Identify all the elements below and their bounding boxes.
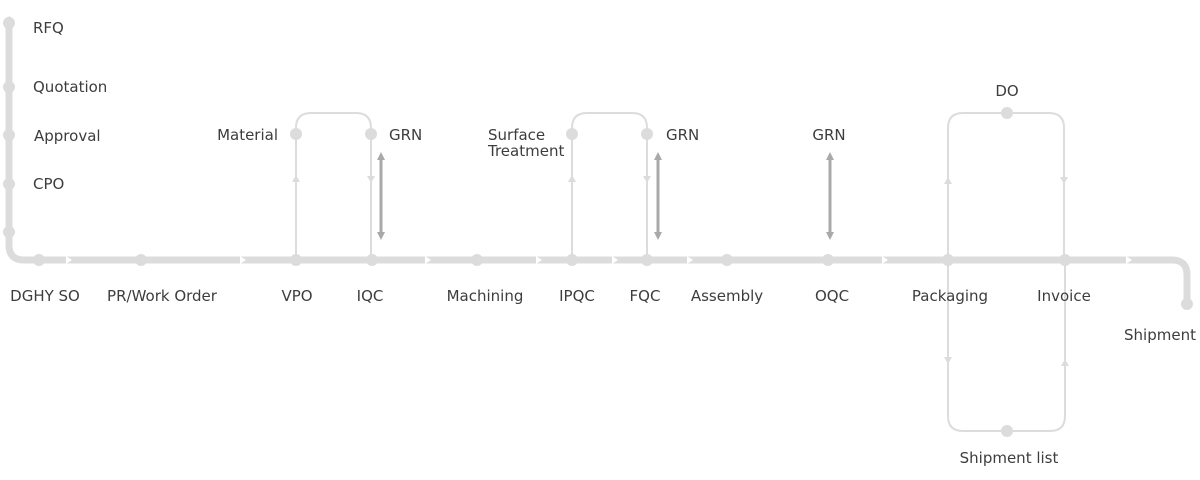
packaging-down-arrow <box>944 357 952 364</box>
label-shipment: Shipment <box>1124 326 1196 344</box>
grn-3-double-arrow <box>826 152 834 240</box>
node-surface <box>566 128 578 140</box>
label-dghy-so: DGHY SO <box>10 287 80 305</box>
main-line-arrows <box>66 256 1132 264</box>
node-approval <box>3 129 15 141</box>
label-grn-1: GRN <box>389 126 422 144</box>
label-grn-2: GRN <box>666 126 699 144</box>
node-material <box>290 128 302 140</box>
grn-2-double-arrow <box>654 152 662 240</box>
label-invoice: Invoice <box>1037 287 1091 305</box>
node-rfq <box>3 17 15 29</box>
label-assembly: Assembly <box>691 287 763 305</box>
label-shipment-list: Shipment list <box>960 449 1059 467</box>
node-grn-1 <box>365 128 377 140</box>
node-do <box>1001 107 1013 119</box>
do-loop <box>947 112 1065 260</box>
ipqc-up-arrow <box>568 175 576 182</box>
label-approval: Approval <box>34 127 101 145</box>
label-treatment: Treatment <box>487 142 564 160</box>
node-machining <box>471 254 483 266</box>
label-vpo: VPO <box>281 287 312 305</box>
label-packaging: Packaging <box>912 287 988 305</box>
node-pr-work-order <box>135 254 147 266</box>
labels: RFQ Quotation Approval CPO DGHY SO PR/Wo… <box>10 19 1196 467</box>
label-cpo: CPO <box>33 175 64 193</box>
surface-grn-loop <box>571 112 648 260</box>
label-material: Material <box>217 126 278 144</box>
packaging-up-arrow <box>944 177 952 184</box>
label-surface: Surface <box>488 126 545 144</box>
label-pr-work-order: PR/Work Order <box>107 287 218 305</box>
label-machining: Machining <box>447 287 524 305</box>
node-assembly <box>721 254 733 266</box>
fqc-down-arrow <box>643 176 651 183</box>
main-flow-line <box>5 16 1191 306</box>
node-dghy-so <box>33 254 45 266</box>
node-cpo <box>3 178 15 190</box>
invoice-down-arrow <box>1060 177 1068 184</box>
label-fqc: FQC <box>630 287 661 305</box>
node-ipqc <box>566 254 578 266</box>
node-oqc <box>822 254 834 266</box>
label-ipqc: IPQC <box>559 287 595 305</box>
node-iqc <box>366 254 378 266</box>
node-cpo-bend <box>3 226 15 238</box>
node-fqc <box>641 254 653 266</box>
invoice-up-arrow <box>1061 359 1069 366</box>
label-do: DO <box>995 82 1018 100</box>
label-oqc: OQC <box>815 287 849 305</box>
label-grn-3: GRN <box>812 126 845 144</box>
node-dots <box>3 17 1193 437</box>
node-quotation <box>3 81 15 93</box>
material-grn-loop <box>295 112 372 260</box>
shipment-list-loop <box>947 260 1066 432</box>
node-invoice <box>1059 254 1071 266</box>
node-shipment <box>1181 298 1193 310</box>
label-rfq: RFQ <box>33 19 64 37</box>
iqc-down-arrow <box>367 176 375 183</box>
vpo-up-arrow <box>292 175 300 182</box>
label-iqc: IQC <box>357 287 384 305</box>
node-grn-2 <box>641 128 653 140</box>
node-packaging <box>942 254 954 266</box>
label-quotation: Quotation <box>33 78 107 96</box>
node-vpo <box>290 254 302 266</box>
node-shipment-list <box>1001 425 1013 437</box>
grn-1-double-arrow <box>377 152 385 240</box>
